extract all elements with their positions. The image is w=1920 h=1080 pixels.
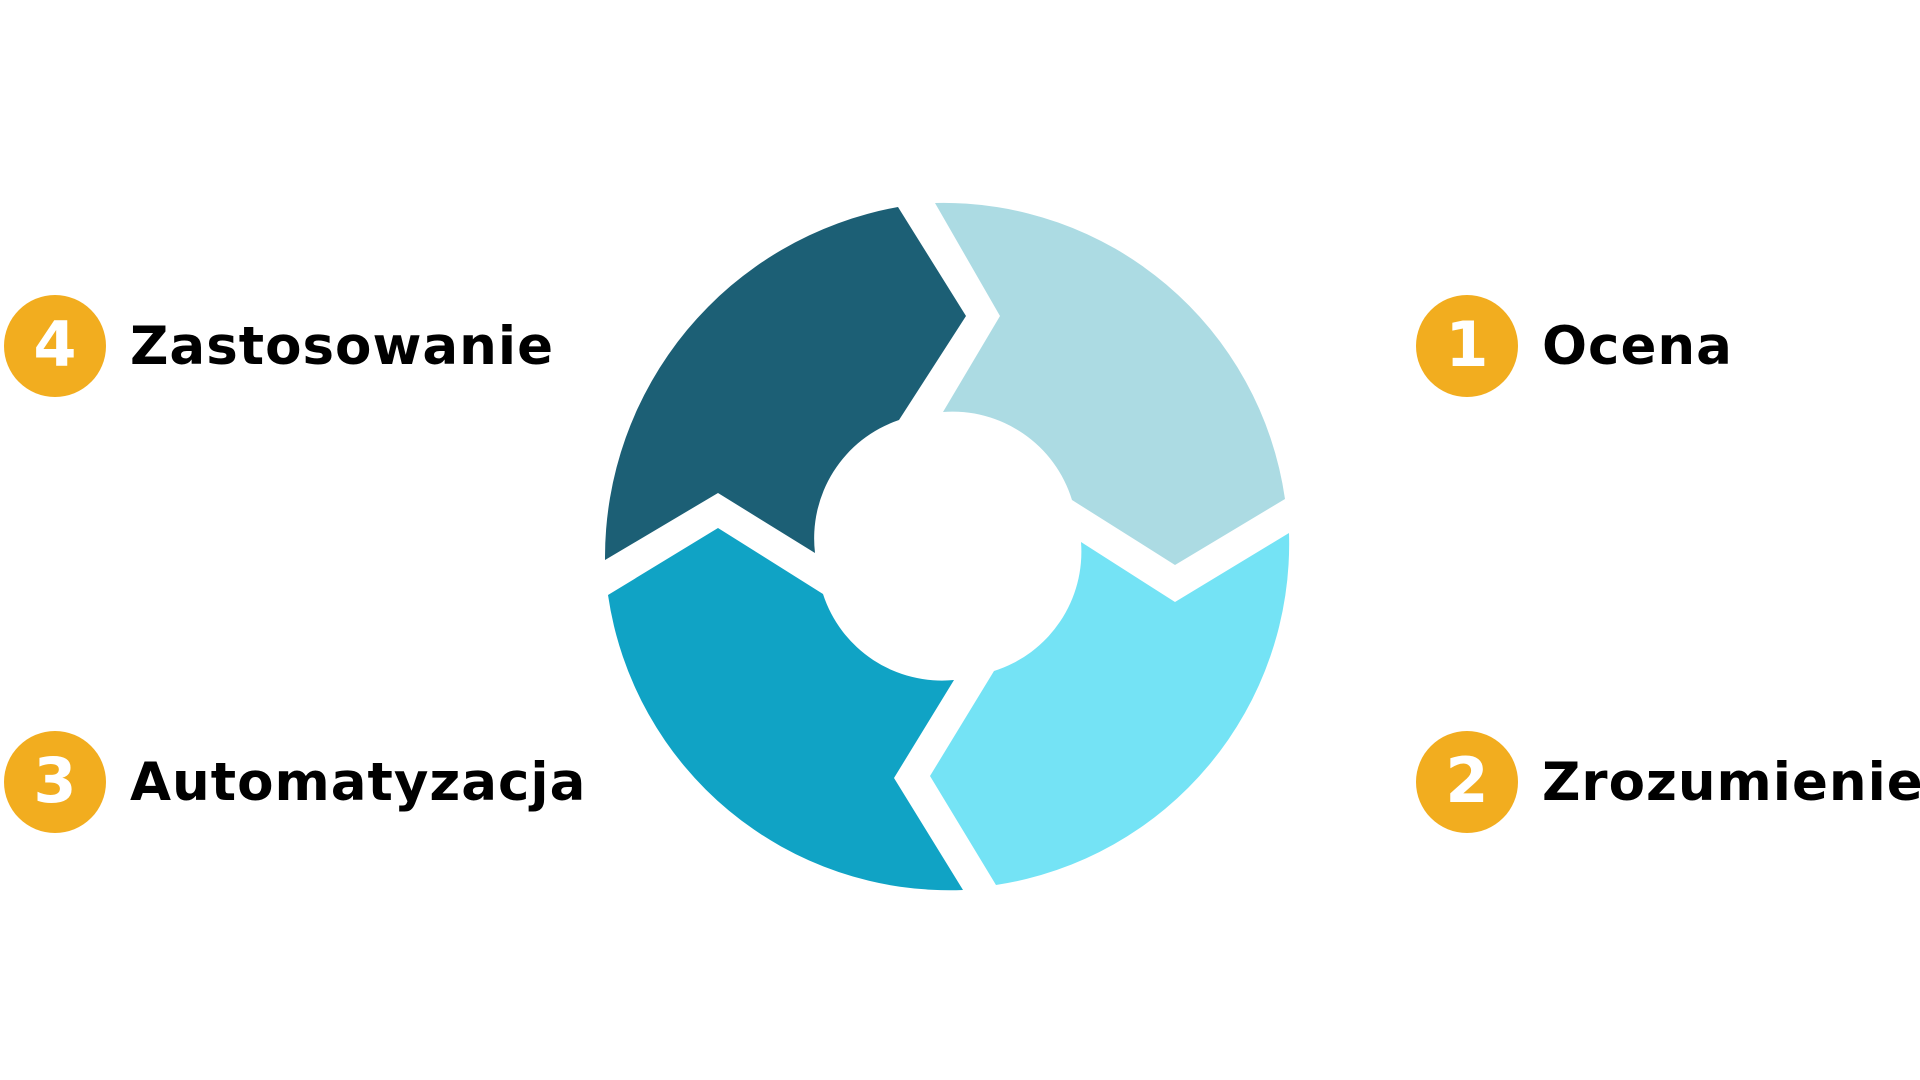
cycle-segment-4 <box>604 207 966 560</box>
step-3-number: 3 <box>33 744 77 817</box>
step-4-label: Zastosowanie <box>130 315 555 377</box>
step-4-number: 4 <box>33 308 77 381</box>
step-3-badge: 3 <box>4 731 106 833</box>
step-1-number: 1 <box>1445 308 1489 381</box>
step-2-badge: 2 <box>1416 731 1518 833</box>
step-3: 3 Automatyzacja <box>4 731 586 833</box>
step-2: 2 Zrozumienie <box>1416 731 1920 833</box>
step-2-label: Zrozumienie <box>1542 751 1920 813</box>
step-1-label: Ocena <box>1542 315 1733 377</box>
cycle-segment-3 <box>608 528 963 891</box>
cycle-segment-1 <box>935 202 1285 566</box>
step-1: 1 Ocena <box>1416 295 1733 397</box>
step-2-number: 2 <box>1445 744 1489 817</box>
step-4: 4 Zastosowanie <box>4 295 554 397</box>
cycle-segment-2 <box>930 533 1290 885</box>
step-4-badge: 4 <box>4 295 106 397</box>
step-3-label: Automatyzacja <box>130 751 587 813</box>
step-1-badge: 1 <box>1416 295 1518 397</box>
